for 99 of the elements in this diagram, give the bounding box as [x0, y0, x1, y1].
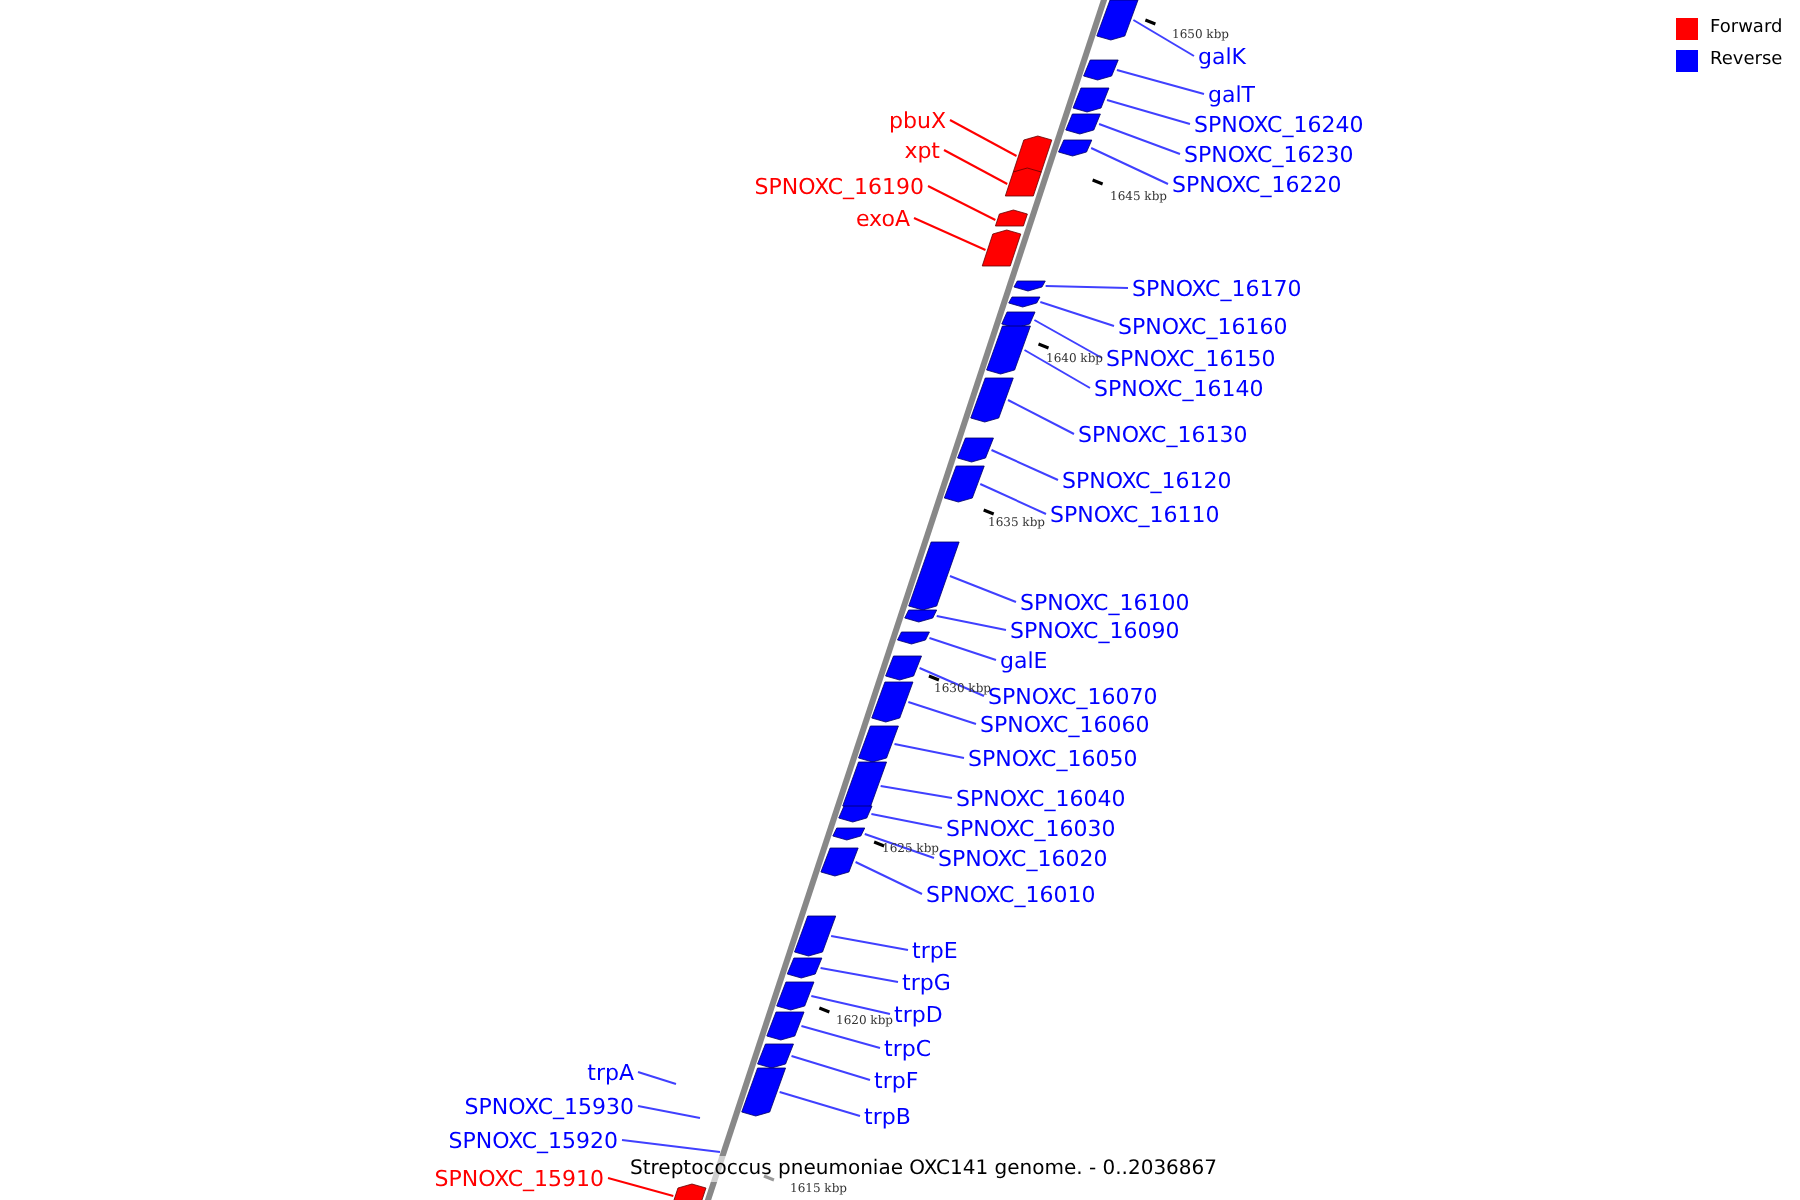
gene-bar: [1004, 167, 1042, 197]
leader-line: [979, 483, 1047, 515]
leader-line: [1106, 99, 1191, 125]
gene-label: SPNOXC_16170: [1132, 276, 1302, 302]
leader-line: [927, 185, 997, 221]
legend-label: Reverse: [1710, 48, 1783, 74]
gene-bar: [858, 725, 899, 763]
gene-label: SPNOXC_15920: [448, 1128, 618, 1154]
gene-bar: [1065, 113, 1101, 135]
gene-label: exoA: [855, 206, 910, 232]
gene-bar: [832, 827, 866, 841]
leader-line: [1033, 319, 1103, 359]
gene-label: SPNOXC_16190: [754, 174, 924, 200]
leader-line: [1132, 19, 1195, 57]
gene-label: SPNOXC_16070: [988, 684, 1158, 710]
gene-label: pbuX: [889, 108, 946, 134]
gene-label: trpE: [912, 938, 958, 964]
gene-bar: [943, 465, 985, 503]
gene-bar: [757, 1043, 794, 1069]
gene-label: trpA: [587, 1060, 634, 1086]
leader-line: [943, 149, 1009, 185]
leader-line: [637, 1071, 677, 1085]
gene-bar: [1013, 280, 1046, 292]
leader-line: [1044, 285, 1129, 289]
gene-bar: [970, 377, 1014, 423]
gene-label: SPNOXC_16090: [1010, 618, 1180, 644]
gene-bar: [1001, 311, 1036, 329]
gene-label: SPNOXC_16100: [1020, 590, 1190, 616]
leader-line: [879, 785, 953, 799]
gene-label: SPNOXC_16030: [946, 816, 1116, 842]
leader-line: [948, 575, 1017, 603]
gene-bar: [871, 681, 914, 723]
leader-line: [870, 813, 943, 829]
gene-label: SPNOXC_16020: [938, 846, 1108, 872]
gene-label: SPNOXC_16040: [956, 786, 1126, 812]
legend-label: Forward: [1710, 16, 1783, 42]
gene-label: SPNOXC_16220: [1172, 172, 1342, 198]
gene-label: SPNOXC_16140: [1094, 376, 1264, 402]
gene-bar: [885, 655, 922, 681]
gene-label: trpG: [902, 970, 951, 996]
leader-line: [1007, 399, 1075, 435]
leader-line: [907, 701, 977, 725]
gene-label: SPNOXC_16240: [1194, 112, 1364, 138]
gene-bar: [1058, 139, 1093, 157]
leader-line: [928, 637, 997, 661]
gene-label: SPNOXC_15910: [434, 1166, 604, 1192]
gene-bar: [1083, 59, 1119, 81]
gene-label: galK: [1198, 44, 1246, 70]
gene-bar: [897, 631, 930, 645]
leader-line: [918, 667, 985, 697]
gene-bar: [776, 981, 815, 1011]
gene-label: trpB: [864, 1104, 911, 1130]
leader-line: [790, 1055, 871, 1081]
caption: Streptococcus pneumoniae OXC141 genome. - 0..2036867: [630, 1156, 1218, 1182]
gene-label: SPNOXC_16060: [980, 712, 1150, 738]
gene-label: SPNOXC_16110: [1050, 502, 1220, 528]
leader-line: [621, 1139, 721, 1153]
leader-line: [935, 615, 1007, 631]
gene-label: SPNOXC_15930: [464, 1094, 634, 1120]
gene-label: SPNOXC_16150: [1106, 346, 1276, 372]
leader-line: [893, 743, 965, 759]
leader-line: [607, 1177, 675, 1197]
gene-label: SPNOXC_16120: [1062, 468, 1232, 494]
leader-line: [830, 935, 909, 951]
leader-line: [1039, 301, 1115, 327]
gene-bar: [957, 437, 994, 463]
gene-bar: [1012, 135, 1053, 173]
gene-label: galT: [1208, 82, 1255, 108]
gene-bar: [766, 1011, 805, 1041]
leader-line: [778, 1091, 861, 1117]
leader-line: [854, 861, 923, 895]
gene-bar: [1096, 0, 1139, 41]
leader-line: [1090, 147, 1169, 185]
gene-label: xpt: [904, 138, 940, 164]
leader-line: [819, 967, 899, 983]
leader-line: [913, 217, 987, 251]
leader-line: [1023, 349, 1091, 389]
leader-line: [637, 1105, 701, 1119]
gene-bar: [1008, 296, 1041, 308]
leader-line: [810, 995, 891, 1015]
leader-line: [990, 449, 1059, 481]
leader-line: [1098, 123, 1181, 155]
gene-label: SPNOXC_16050: [968, 746, 1138, 772]
gene-bar: [820, 847, 859, 877]
gene-label: SPNOXC_16010: [926, 882, 1096, 908]
gene-label: SPNOXC_16230: [1184, 142, 1354, 168]
gene-label: SPNOXC_16160: [1118, 314, 1288, 340]
gene-bar: [1072, 87, 1110, 113]
leader-line: [863, 833, 935, 859]
leader-line: [1115, 69, 1205, 95]
gene-bar: [786, 957, 823, 979]
gene-label: SPNOXC_16130: [1078, 422, 1248, 448]
gene-label: trpF: [874, 1068, 919, 1094]
gene-label: trpC: [884, 1036, 931, 1062]
gene-bar: [838, 805, 873, 823]
gene-label: trpD: [894, 1002, 943, 1028]
gene-label: galE: [1000, 648, 1048, 674]
leader-line: [800, 1025, 881, 1049]
leader-line: [949, 119, 1018, 157]
